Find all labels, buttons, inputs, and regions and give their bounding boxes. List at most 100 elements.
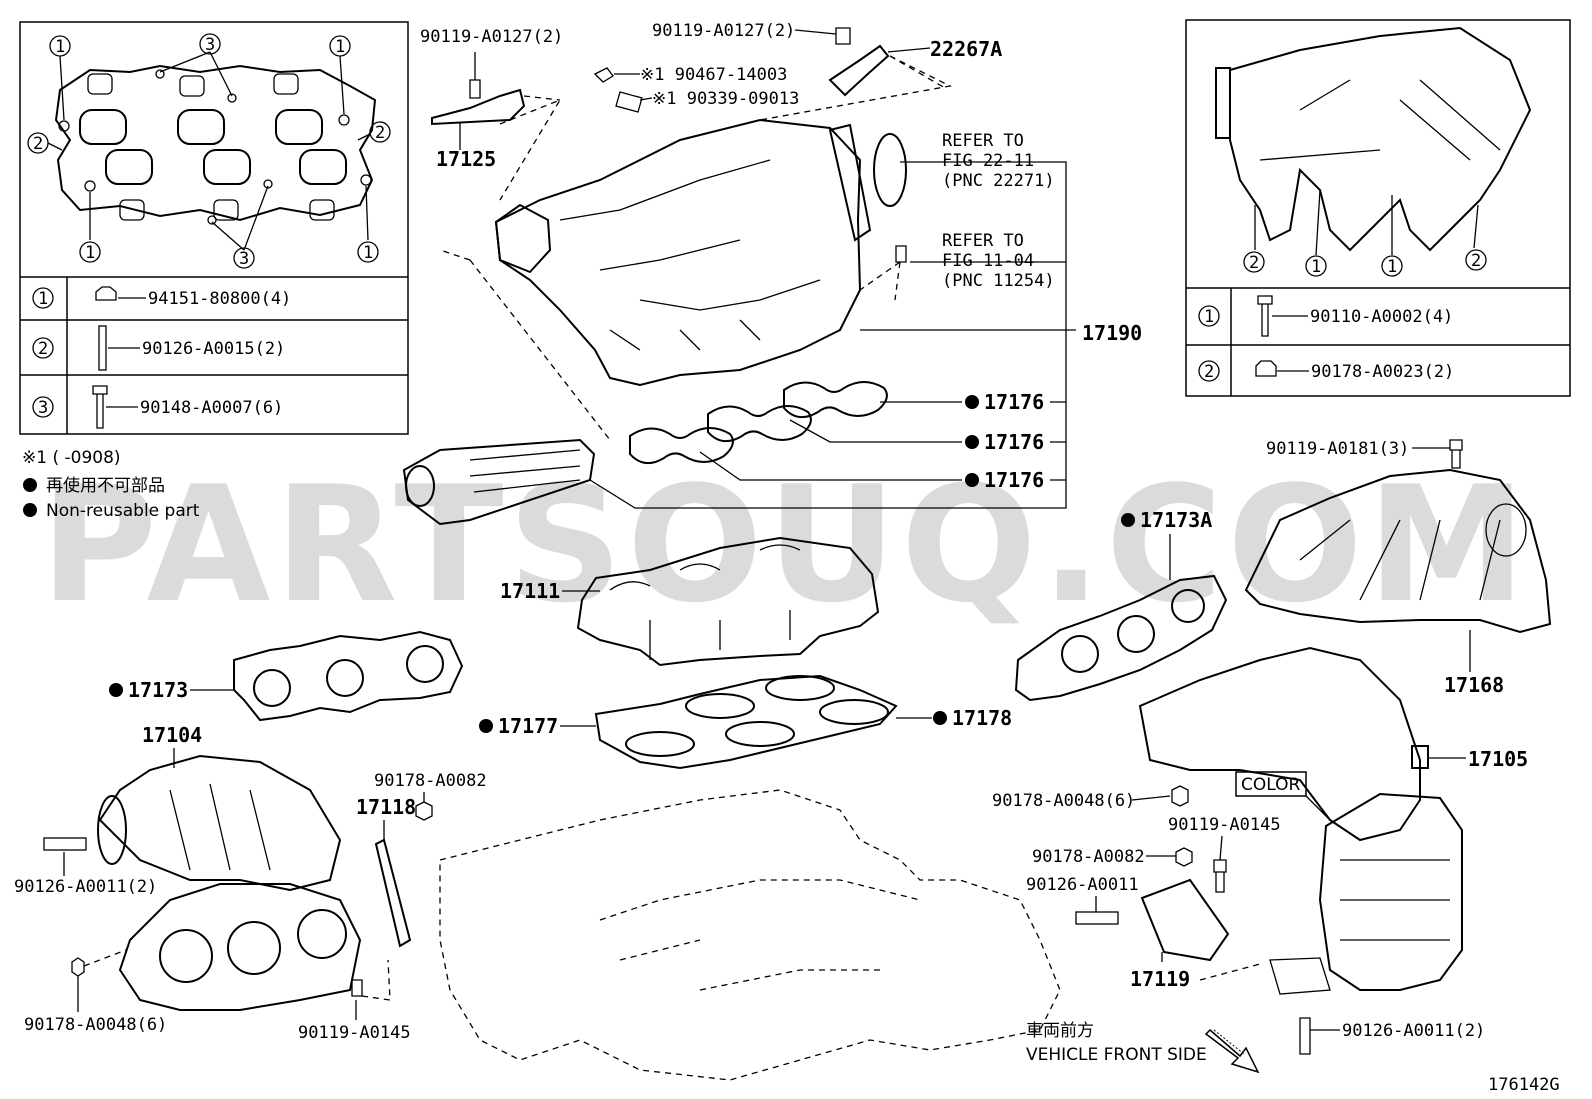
svg-text:3: 3 <box>239 249 249 269</box>
exhaust-manifold-17104 <box>97 754 362 1011</box>
callout-17173A[interactable]: 17173A <box>1140 508 1212 532</box>
marker-3-bottom: 3 <box>233 247 255 269</box>
legend: ※1 ( -0908) 再使用不可部品 Non-reusable part <box>22 448 200 521</box>
part-90110-A0002[interactable]: 90110-A0002(4) <box>1310 307 1453 327</box>
svg-text:1: 1 <box>1387 257 1397 277</box>
stud-17118 <box>43 439 1463 1055</box>
gasket-17173A <box>1014 574 1228 702</box>
callout-90119-A0145-right[interactable]: 90119-A0145 <box>1168 815 1281 835</box>
bolt-icon <box>1257 295 1273 337</box>
non-reusable-dot-icon <box>23 478 37 492</box>
svg-text:1: 1 <box>1204 307 1214 327</box>
callout-17105[interactable]: 17105 <box>1468 747 1528 771</box>
callout-90178-A0082-right[interactable]: 90178-A0082 <box>1032 847 1145 867</box>
callout-17176-a[interactable]: 17176 <box>984 390 1044 414</box>
callout-color[interactable]: COLOR <box>1241 775 1300 795</box>
part-90126-A0015[interactable]: 90126-A0015(2) <box>142 339 285 359</box>
marker-1-top-left: 1 <box>49 35 71 57</box>
callout-90119-A0181[interactable]: 90119-A0181(3) <box>1266 439 1409 459</box>
svg-text:3: 3 <box>38 398 48 418</box>
refer-1-line3: (PNC 22271) <box>942 171 1055 191</box>
leader-bracket <box>589 161 1076 509</box>
callout-90126-A0011-left[interactable]: 90126-A0011(2) <box>14 877 157 897</box>
svg-text:2: 2 <box>1471 251 1481 271</box>
left-row-3: 3 <box>32 385 138 429</box>
marker-2-left: 2 <box>27 132 49 154</box>
left-row-2: 2 <box>32 325 140 371</box>
callout-17125[interactable]: 17125 <box>436 147 496 171</box>
non-reusable-dot-icon <box>109 683 123 697</box>
callout-17176-c[interactable]: 17176 <box>984 468 1044 492</box>
svg-text:1: 1 <box>1311 257 1321 277</box>
callout-90126-A0011-mid[interactable]: 90126-A0011 <box>1026 875 1139 895</box>
callout-90178-A0082-left[interactable]: 90178-A0082 <box>374 771 487 791</box>
intake-manifold-side-view <box>1215 26 1532 256</box>
part-90178-A0023[interactable]: 90178-A0023(2) <box>1311 362 1454 382</box>
flange-drawing <box>47 51 377 251</box>
front-side-ja: 車両前方 <box>1026 1021 1094 1041</box>
right-row-2: 2 <box>1198 360 1309 382</box>
refer-1-line2: FIG 22-11 <box>942 151 1034 171</box>
callout-22267A[interactable]: 22267A <box>930 37 1002 61</box>
heat-shield-17168 <box>1244 468 1552 634</box>
callout-17178[interactable]: 17178 <box>952 706 1012 730</box>
svg-text:1: 1 <box>85 243 95 263</box>
callout-17173[interactable]: 17173 <box>128 678 188 702</box>
callout-90178-A0048-left[interactable]: 90178-A0048(6) <box>24 1015 167 1035</box>
part-94151-80800[interactable]: 94151-80800(4) <box>148 289 291 309</box>
bolt-icon <box>92 385 108 429</box>
gasket-17177-17178 <box>594 674 898 770</box>
refer-2-line3: (PNC 11254) <box>942 271 1055 291</box>
runner-17111 <box>576 536 880 667</box>
refer-1-line1: REFER TO <box>942 131 1024 151</box>
svg-text:2: 2 <box>38 339 48 359</box>
callout-17168[interactable]: 17168 <box>1444 673 1504 697</box>
watermark: PARTSOUQ.COM <box>40 451 1530 638</box>
exhaust-manifold-17105 <box>1138 646 1463 995</box>
svg-text:3: 3 <box>205 35 215 55</box>
svg-text:2: 2 <box>375 123 385 143</box>
refer-2-line1: REFER TO <box>942 231 1024 251</box>
front-side-en: VEHICLE FRONT SIDE <box>1026 1045 1207 1065</box>
svg-text:2: 2 <box>1204 362 1214 382</box>
callout-17104[interactable]: 17104 <box>142 723 202 747</box>
svg-text:1: 1 <box>55 37 65 57</box>
svg-text:1: 1 <box>38 289 48 309</box>
left-inset-frame <box>19 21 409 435</box>
svg-text:1: 1 <box>335 37 345 57</box>
left-row-1: 1 <box>32 286 146 309</box>
left-inset-box: 1 3 1 2 2 1 3 1 1 94151-80800(4) 2 90126… <box>19 21 409 435</box>
stud-icon <box>98 325 107 371</box>
callout-90178-A0048-right[interactable]: 90178-A0048(6) <box>992 791 1135 811</box>
svg-text:2: 2 <box>1249 253 1259 273</box>
part-90148-A0007[interactable]: 90148-A0007(6) <box>140 398 283 418</box>
right-inset-frame <box>1185 19 1571 397</box>
callout-17177[interactable]: 17177 <box>498 714 558 738</box>
legend-non-reusable-ja: 再使用不可部品 <box>46 475 165 496</box>
non-reusable-dot-icon <box>965 395 979 409</box>
callout-90126-A0011-right[interactable]: 90126-A0011(2) <box>1342 1021 1485 1041</box>
callout-90119-A0127-top[interactable]: 90119-A0127(2) <box>652 21 795 41</box>
callout-90467-14003[interactable]: ※1 90467-14003 <box>640 65 787 85</box>
right-row-1: 1 <box>1198 295 1308 337</box>
callout-17190[interactable]: 17190 <box>1082 321 1142 345</box>
right-inset-box: 2 1 1 2 1 90110-A0002(4) 2 90178-A0023(2… <box>1185 19 1571 397</box>
non-reusable-dot-icon <box>1121 513 1135 527</box>
callout-90339-09013[interactable]: ※1 90339-09013 <box>652 89 799 109</box>
non-reusable-dot-icon <box>933 711 947 725</box>
callout-17111[interactable]: 17111 <box>500 579 560 603</box>
gasket-17173 <box>233 630 464 722</box>
diagram-code: 176142G <box>1488 1075 1560 1095</box>
callout-17118[interactable]: 17118 <box>356 795 416 819</box>
intake-manifold-17190 <box>439 118 907 441</box>
callout-17176-b[interactable]: 17176 <box>984 430 1044 454</box>
non-reusable-dot-icon <box>23 503 37 517</box>
callout-17119[interactable]: 17119 <box>1130 967 1190 991</box>
callout-90119-A0145-left[interactable]: 90119-A0145 <box>298 1023 411 1043</box>
svg-text:1: 1 <box>363 243 373 263</box>
marker-2-right: 2 <box>369 121 391 143</box>
callout-90119-A0127-left[interactable]: 90119-A0127(2) <box>420 27 563 47</box>
non-reusable-dot-icon <box>965 473 979 487</box>
color-box <box>1235 771 1307 797</box>
